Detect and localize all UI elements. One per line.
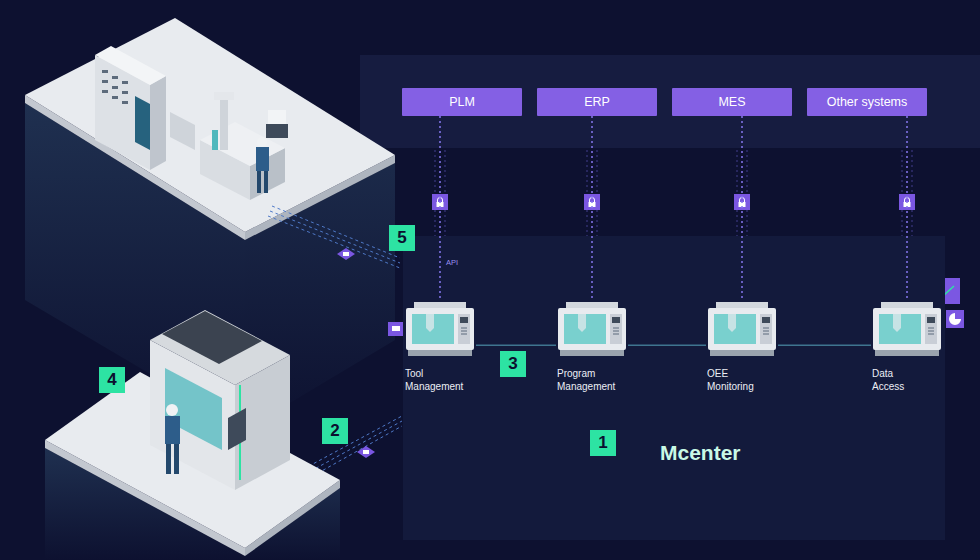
callout-number: 3 (500, 351, 526, 377)
machine-network-line (778, 344, 871, 346)
machine-node: Data Access (871, 300, 943, 358)
machine-network-line (628, 344, 706, 346)
machine-icon (871, 300, 943, 358)
parallel-data-lines (435, 150, 912, 236)
system-name: Other systems (827, 95, 908, 109)
machine-tool (150, 310, 290, 490)
machine-node: Tool Management (404, 300, 476, 358)
machine-network-line (476, 344, 556, 346)
product-name: Mcenter (660, 441, 741, 465)
machine-label: Program Management (557, 368, 615, 393)
api-label: API (446, 258, 458, 267)
machine-icon (556, 300, 628, 358)
callout-number: 1 (590, 430, 616, 456)
machine-label: Data Access (872, 368, 904, 393)
top-platform (25, 18, 395, 430)
machine-label: Tool Management (405, 368, 463, 393)
callout-number: 2 (322, 418, 348, 444)
system-box: Other systems (807, 88, 927, 116)
systems-band (360, 55, 980, 148)
machine-icon (706, 300, 778, 358)
machine-node: OEE Monitoring (706, 300, 778, 358)
machine-icon (404, 300, 476, 358)
data-link (439, 116, 441, 300)
machine-node: Program Management (556, 300, 628, 358)
callout-number: 5 (389, 225, 415, 251)
system-name: PLM (449, 95, 475, 109)
machine-label: OEE Monitoring (707, 368, 754, 393)
mcenter-panel: McenterTool ManagementProgram Management… (403, 236, 945, 540)
lock-icons (432, 194, 915, 210)
system-box: PLM (402, 88, 522, 116)
data-link (906, 116, 908, 300)
callout-number: 4 (99, 367, 125, 393)
data-link (741, 116, 743, 300)
system-box: MES (672, 88, 792, 116)
system-box: ERP (537, 88, 657, 116)
system-name: ERP (584, 95, 610, 109)
data-link (591, 116, 593, 300)
system-name: MES (718, 95, 745, 109)
